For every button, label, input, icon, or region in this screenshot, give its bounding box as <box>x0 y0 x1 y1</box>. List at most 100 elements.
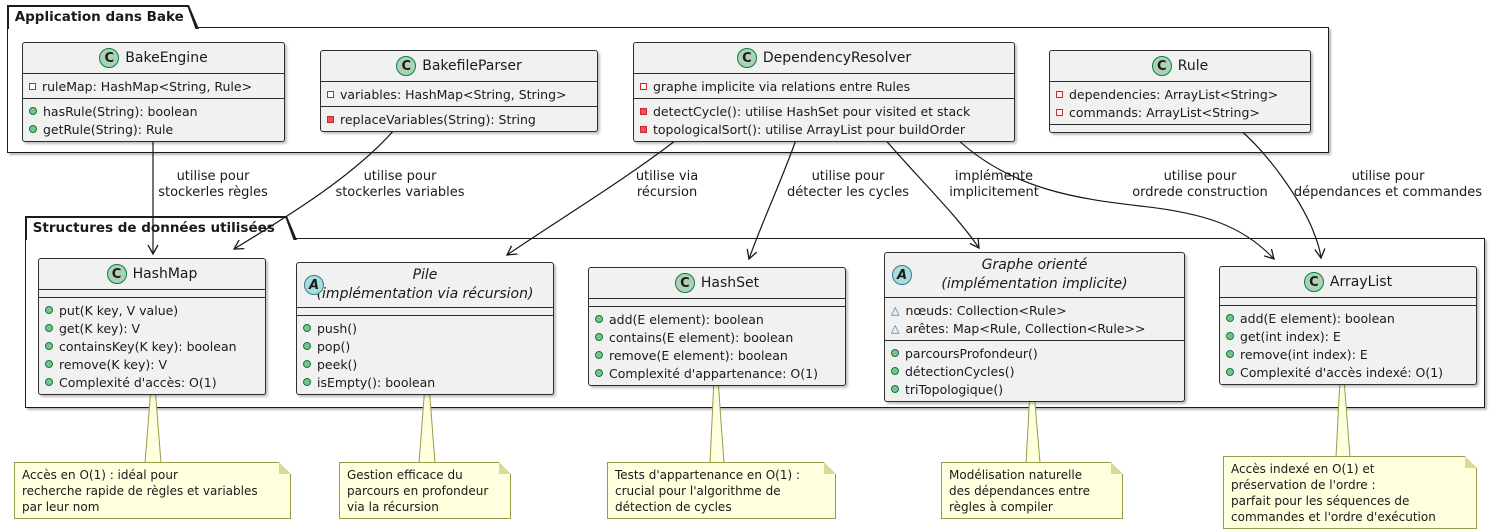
attribute-row: variables: HashMap<String, String> <box>321 85 597 103</box>
method-text: remove(int index): E <box>1240 346 1368 362</box>
method-text: Complexité d'accès: O(1) <box>59 374 217 390</box>
method-text: remove(E element): boolean <box>609 347 788 363</box>
attributes-compartment: nœuds: Collection<Rule> arêtes: Map<Rule… <box>885 297 1184 340</box>
public-method-icon <box>595 333 603 341</box>
method-text: contains(E element): boolean <box>609 329 794 345</box>
package-structures-title: Structures de données utilisées <box>27 218 294 240</box>
attributes-compartment: dependencies: ArrayList<String> commands… <box>1050 81 1310 124</box>
public-method-icon <box>595 369 603 377</box>
method-text: add(E element): boolean <box>609 311 764 327</box>
method-row: detectCycle(): utilise HashSet pour visi… <box>634 102 1014 120</box>
method-row: Complexité d'accès: O(1) <box>39 373 265 391</box>
method-row: containsKey(K key): boolean <box>39 337 265 355</box>
public-method-icon <box>1226 314 1234 322</box>
public-method-icon <box>29 107 37 115</box>
method-row: isEmpty(): boolean <box>297 373 553 391</box>
class-badge-icon: C <box>396 56 417 76</box>
class-dependencyresolver-header: C DependencyResolver <box>634 43 1014 73</box>
method-row: push() <box>297 319 553 337</box>
attribute-row: arêtes: Map<Rule, Collection<Rule>> <box>885 319 1184 337</box>
methods-compartment: detectCycle(): utilise HashSet pour visi… <box>634 98 1014 141</box>
attribute-row: ruleMap: HashMap<String, Rule> <box>23 77 284 95</box>
methods-compartment: put(K key, V value) get(K key): V contai… <box>39 297 265 394</box>
attributes-compartment <box>39 289 265 297</box>
attributes-compartment <box>1220 297 1476 305</box>
method-text: détectionCycles() <box>905 363 1015 379</box>
class-name: Pile <box>412 267 438 283</box>
public-method-icon <box>303 360 311 368</box>
method-text: remove(K key): V <box>59 356 168 372</box>
class-hashmap-header: C HashMap <box>39 259 265 289</box>
private-field-icon <box>327 90 334 98</box>
abstract-class-badge-icon: A <box>892 265 912 285</box>
method-row: contains(E element): boolean <box>589 328 845 346</box>
method-text: getRule(String): Rule <box>43 121 174 137</box>
method-row: triTopologique() <box>885 380 1184 398</box>
attribute-row: nœuds: Collection<Rule> <box>885 301 1184 319</box>
attribute-text: graphe implicite via relations entre Rul… <box>653 78 911 94</box>
method-text: Complexité d'accès indexé: O(1) <box>1240 364 1444 380</box>
method-row: replaceVariables(String): String <box>321 110 597 128</box>
attribute-text: nœuds: Collection<Rule> <box>905 302 1067 318</box>
class-name: BakefileParser <box>422 58 522 74</box>
public-method-icon <box>1226 332 1234 340</box>
method-row: get(K key): V <box>39 319 265 337</box>
class-badge-icon: C <box>99 48 120 68</box>
class-hashset: C HashSet add(E element): boolean contai… <box>588 267 846 386</box>
method-row: getRule(String): Rule <box>23 120 284 138</box>
note-graphe: Modélisation naturelle des dépendances e… <box>941 462 1123 519</box>
class-graphe-oriente: A Graphe orienté (implémentation implici… <box>884 252 1185 402</box>
public-method-icon <box>45 342 53 350</box>
method-text: Complexité d'appartenance: O(1) <box>609 365 818 381</box>
method-row: put(K key, V value) <box>39 301 265 319</box>
class-badge-icon: C <box>736 48 757 68</box>
private-field-icon <box>1056 90 1063 98</box>
method-row: remove(K key): V <box>39 355 265 373</box>
attributes-compartment <box>589 298 845 306</box>
class-rule: C Rule dependencies: ArrayList<String> c… <box>1049 50 1311 133</box>
public-method-icon <box>45 360 53 368</box>
attributes-compartment: variables: HashMap<String, String> <box>321 81 597 106</box>
method-text: detectCycle(): utilise HashSet pour visi… <box>653 103 971 119</box>
method-row: remove(int index): E <box>1220 345 1476 363</box>
method-row: add(E element): boolean <box>589 310 845 328</box>
attribute-text: variables: HashMap<String, String> <box>340 86 567 102</box>
package-structures-tab: Structures de données utilisées <box>25 216 297 240</box>
public-method-icon <box>1226 368 1234 376</box>
method-row: topologicalSort(): utilise ArrayList pou… <box>634 120 1014 138</box>
attribute-row: dependencies: ArrayList<String> <box>1050 85 1310 103</box>
attributes-compartment: graphe implicite via relations entre Rul… <box>634 73 1014 98</box>
public-method-icon <box>891 349 899 357</box>
class-name: Graphe orienté <box>981 257 1088 273</box>
package-application-title: Application dans Bake <box>9 7 196 29</box>
edge-label: implémente implicitement <box>949 169 1039 200</box>
public-method-icon <box>1226 350 1234 358</box>
class-subtitle: (implémentation implicite) <box>941 276 1128 292</box>
attributes-compartment <box>297 307 553 315</box>
abstract-class-badge-icon: A <box>304 275 324 295</box>
method-row: détectionCycles() <box>885 362 1184 380</box>
class-bakefileparser-header: C BakefileParser <box>321 51 597 81</box>
class-name: BakeEngine <box>125 50 208 66</box>
note-hashmap: Accès en O(1) : idéal pour recherche rap… <box>14 462 291 519</box>
public-method-icon <box>45 306 53 314</box>
public-method-icon <box>891 385 899 393</box>
attribute-row: graphe implicite via relations entre Rul… <box>634 77 1014 95</box>
public-method-icon <box>595 351 603 359</box>
method-text: topologicalSort(): utilise ArrayList pou… <box>653 121 966 137</box>
public-method-icon <box>891 367 899 375</box>
public-method-icon <box>29 125 37 133</box>
method-text: parcoursProfondeur() <box>905 345 1038 361</box>
method-text: replaceVariables(String): String <box>340 111 536 127</box>
package-application-tab: Application dans Bake <box>7 5 199 29</box>
methods-compartment: hasRule(String): boolean getRule(String)… <box>23 98 284 141</box>
class-bakefileparser: C BakefileParser variables: HashMap<Stri… <box>320 50 598 132</box>
class-badge-icon: C <box>106 264 127 284</box>
edge-label: utilise pour stockerles règles <box>158 169 268 200</box>
method-text: containsKey(K key): boolean <box>59 338 237 354</box>
edge-label: utilise pour stockerles variables <box>335 169 465 200</box>
class-pile: A Pile (implémentation via récursion) pu… <box>296 262 554 395</box>
edge-label: utilise via récursion <box>635 169 699 200</box>
public-method-icon <box>303 342 311 350</box>
